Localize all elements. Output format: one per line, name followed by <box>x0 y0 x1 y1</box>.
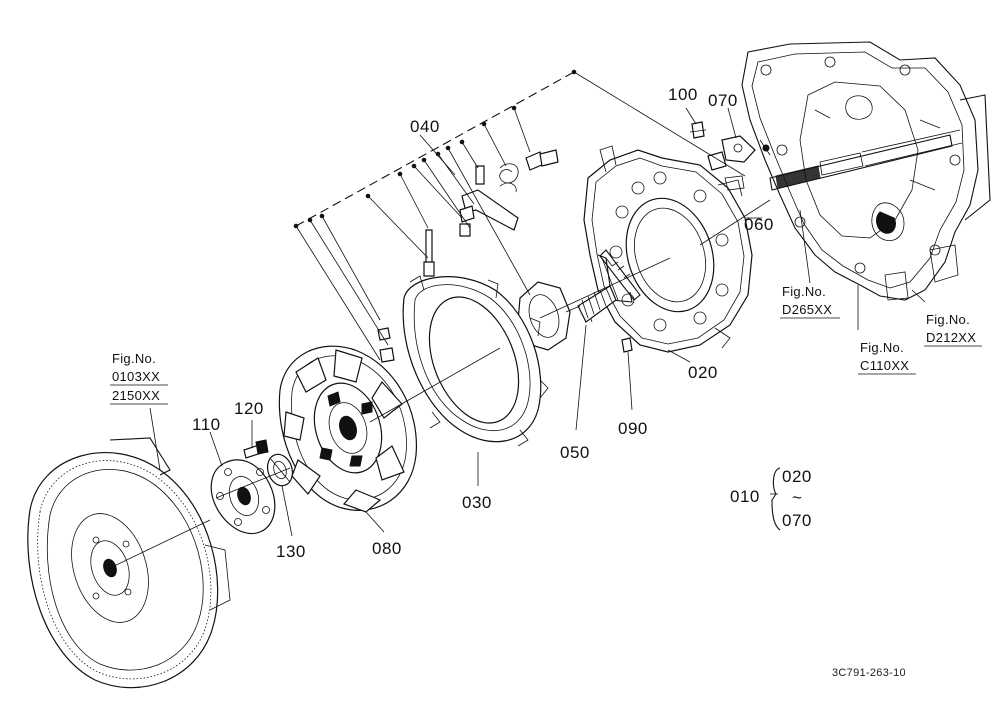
fig-housing-d-ref: D212XX <box>926 330 976 345</box>
label-130: 130 <box>276 542 306 561</box>
lever-assembly-icon <box>377 149 559 363</box>
bearing-icon <box>266 453 294 487</box>
bracket-bolt-icon <box>689 121 771 191</box>
range-tilde: ~ <box>792 488 802 507</box>
fig-flywheel-ref2: 2150XX <box>112 388 160 403</box>
label-010: 010 <box>730 487 760 506</box>
label-060: 060 <box>744 215 774 234</box>
label-090: 090 <box>618 419 648 438</box>
label-040: 040 <box>410 117 440 136</box>
range-start: 020 <box>782 467 812 486</box>
transmission-housing-icon <box>741 41 991 301</box>
drawing-code: 3C791-263-10 <box>832 667 906 679</box>
input-shaft-icon <box>769 129 963 191</box>
fig-flywheel-ref1: 0103XX <box>112 369 160 384</box>
fig-housing-c-ref: C110XX <box>860 358 909 373</box>
clutch-disc-icon <box>278 345 418 513</box>
label-110: 110 <box>192 415 221 434</box>
pressure-spring-icon <box>517 281 617 351</box>
leader-lines <box>109 69 926 569</box>
flywheel-icon <box>27 437 231 689</box>
fig-housing-d-prefix: Fig.No. <box>926 312 970 327</box>
range-end: 070 <box>782 511 812 530</box>
label-070: 070 <box>708 91 738 110</box>
pin-icon <box>621 337 633 353</box>
fig-shaft-ref: D265XX <box>782 302 832 317</box>
label-050: 050 <box>560 443 590 462</box>
label-080: 080 <box>372 539 402 558</box>
hub-icon <box>210 459 276 535</box>
clutch-cover-icon <box>583 145 753 353</box>
fig-housing-c-prefix: Fig.No. <box>860 340 904 355</box>
bolt-icon <box>243 439 269 459</box>
pressure-plate-icon <box>402 275 549 447</box>
label-120: 120 <box>234 399 264 418</box>
label-020: 020 <box>688 363 718 382</box>
label-030: 030 <box>462 493 492 512</box>
label-100: 100 <box>668 85 698 104</box>
release-spring-icon <box>599 249 641 301</box>
fig-flywheel-prefix: Fig.No. <box>112 351 156 366</box>
fig-shaft-prefix: Fig.No. <box>782 284 826 299</box>
